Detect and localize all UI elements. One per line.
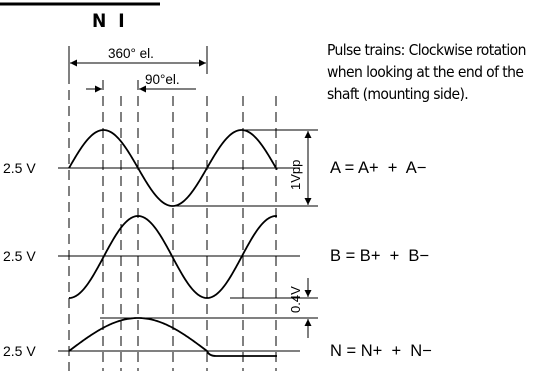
waveform-b: [68, 215, 278, 299]
amplitude-label: 1Vpp: [288, 160, 303, 190]
rotation-note-line: Pulse trains: Clockwise rotation: [327, 41, 526, 59]
phase-guides: [102, 80, 277, 371]
period-label: 360° el.: [108, 46, 154, 61]
level-label-b: 2.5 V: [3, 248, 36, 264]
amplitude-dimension: 1Vpp: [175, 129, 318, 207]
waveform-a: [68, 129, 278, 207]
waveform-n: [68, 317, 277, 357]
period-dimension: 360° el.: [68, 46, 208, 74]
rotation-note-line: shaft (mounting side).: [327, 85, 469, 103]
signal-equation-n: N = N+ + N−: [330, 342, 432, 360]
signal-equation-a: A = A+ + A−: [330, 159, 426, 177]
rotation-note-line: when looking at the end of the: [327, 63, 524, 81]
quarter-dimension: 90°el.: [86, 72, 196, 93]
signal-equation-b: B = B+ + B−: [330, 247, 429, 265]
offset-dimension: 0.4V: [100, 278, 318, 338]
quarter-label: 90°el.: [145, 72, 180, 87]
heading-fragment: N I: [92, 10, 128, 32]
level-label-a: 2.5 V: [3, 160, 36, 176]
offset-label: 0.4V: [288, 286, 303, 313]
level-label-n: 2.5 V: [3, 343, 36, 359]
rotation-note: Pulse trains: Clockwise rotation when lo…: [327, 39, 549, 105]
